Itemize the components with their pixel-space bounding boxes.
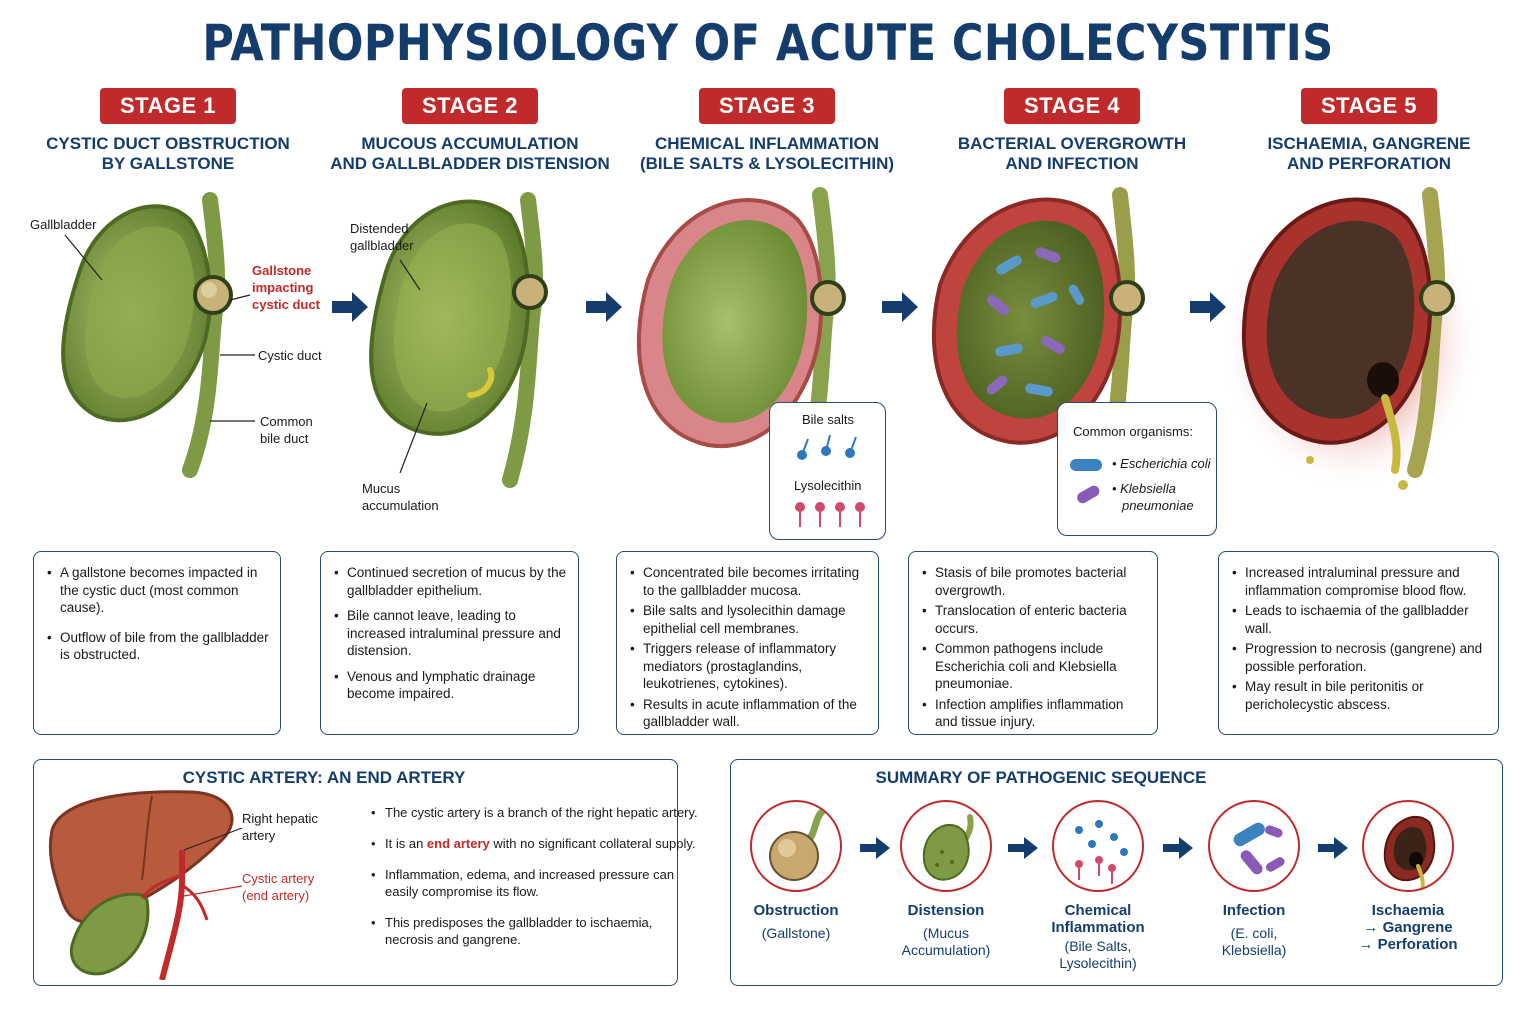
stage-2-description: Continued secretion of mucus by the gall… <box>320 551 579 735</box>
summary-title: SUMMARY OF PATHOGENIC SEQUENCE <box>875 768 1207 787</box>
stage-badge: STAGE 4 <box>1003 88 1140 124</box>
stage-arrow-icon <box>586 292 622 322</box>
page-title: PATHOPHYSIOLOGY OF ACUTE CHOLECYSTITIS <box>202 14 1334 72</box>
stage-subtitle: BACTERIAL OVERGROWTH AND INFECTION <box>957 134 1187 173</box>
stage-subtitle: MUCOUS ACCUMULATION AND GALLBLADDER DIST… <box>330 134 610 173</box>
common-organisms-callout: Common organisms: • Escherichia coli • K… <box>1057 402 1217 536</box>
bile-salts-icon <box>797 434 857 460</box>
stage-4-gallbladder-illustration <box>932 187 1145 478</box>
stage-4-description: Stasis of bile promotes bacterial overgr… <box>908 551 1158 735</box>
stage-subtitle: CHEMICAL INFLAMMATION (BILE SALTS & LYSO… <box>639 134 895 173</box>
label-cystic-duct: Cystic duct <box>258 348 322 363</box>
summary-item-infection: Infection (E. coli,Klebsiella) <box>1179 800 1329 959</box>
artery-leader-lines <box>183 827 243 897</box>
molecules-icon <box>1052 800 1144 892</box>
label-gallbladder: Gallbladder <box>30 217 97 232</box>
summary-panel: SUMMARY OF PATHOGENIC SEQUENCE Obstructi… <box>730 759 1503 986</box>
stage-3-gallbladder-illustration <box>636 187 846 478</box>
stage-5-description: Increased intraluminal pressure and infl… <box>1218 551 1499 735</box>
stage-badge: STAGE 5 <box>1300 88 1437 124</box>
stage-arrow-icon <box>882 292 918 322</box>
bile-salts-lysolecithin-callout: Bile salts Lysolecithin <box>769 402 886 540</box>
bacteria-icon <box>1208 800 1300 892</box>
stage-arrow-icon <box>332 292 368 322</box>
stage-arrow-icon <box>1190 292 1226 322</box>
stage-5-header: STAGE 5 ISCHAEMIA, GANGRENE AND PERFORAT… <box>1219 88 1519 174</box>
stage-subtitle: CYSTIC DUCT OBSTRUCTION BY GALLSTONE <box>46 134 290 173</box>
lysolecithin-icon <box>795 502 865 527</box>
label-cystic-artery: Cystic artery(end artery) <box>242 871 315 903</box>
stage-3-description: Concentrated bile becomes irritating to … <box>616 551 879 735</box>
summary-item-obstruction: Obstruction (Gallstone) <box>721 800 871 942</box>
gallstone-icon <box>750 800 842 892</box>
cystic-artery-bullets: The cystic artery is a branch of the rig… <box>369 804 699 962</box>
stage-badge: STAGE 1 <box>99 88 236 124</box>
stage-2-header: STAGE 2 MUCOUS ACCUMULATION AND GALLBLAD… <box>320 88 620 174</box>
cystic-artery-panel: CYSTIC ARTERY: AN END ARTERY Right hepat… <box>33 759 698 986</box>
stage-1-description: A gallstone becomes impacted in the cyst… <box>33 551 281 735</box>
stage-badge: STAGE 3 <box>698 88 835 124</box>
summary-arrow-icon <box>860 837 890 859</box>
stage-subtitle: ISCHAEMIA, GANGRENE AND PERFORATION <box>1267 134 1471 173</box>
liver-gallbladder-illustration <box>48 790 234 980</box>
stage-4-header: STAGE 4 BACTERIAL OVERGROWTH AND INFECTI… <box>922 88 1222 174</box>
gangrenous-gallbladder-icon <box>1362 800 1454 892</box>
stage-1-leader-lines <box>64 234 255 422</box>
bacteria-icon <box>1070 459 1102 504</box>
cystic-artery-title: CYSTIC ARTERY: AN END ARTERY <box>182 768 466 787</box>
stage-2-leader-lines <box>399 259 428 474</box>
summary-arrow-icon <box>1318 837 1348 859</box>
distended-gallbladder-icon <box>900 800 992 892</box>
summary-arrow-icon <box>1163 837 1193 859</box>
stage-1-gallbladder-illustration <box>61 192 233 478</box>
bacteria-icons <box>986 247 1085 397</box>
stage-3-header: STAGE 3 CHEMICAL INFLAMMATION (BILE SALT… <box>617 88 917 174</box>
stage-2-gallbladder-illustration <box>369 192 548 488</box>
summary-item-ischaemia: Ischaemia→ Gangrene→ Perforation <box>1333 800 1483 953</box>
stage-badge: STAGE 2 <box>401 88 538 124</box>
stage-5-gallbladder-illustration <box>1225 187 1480 490</box>
summary-arrow-icon <box>1008 837 1038 859</box>
stage-1-header: STAGE 1 CYSTIC DUCT OBSTRUCTION BY GALLS… <box>18 88 318 174</box>
